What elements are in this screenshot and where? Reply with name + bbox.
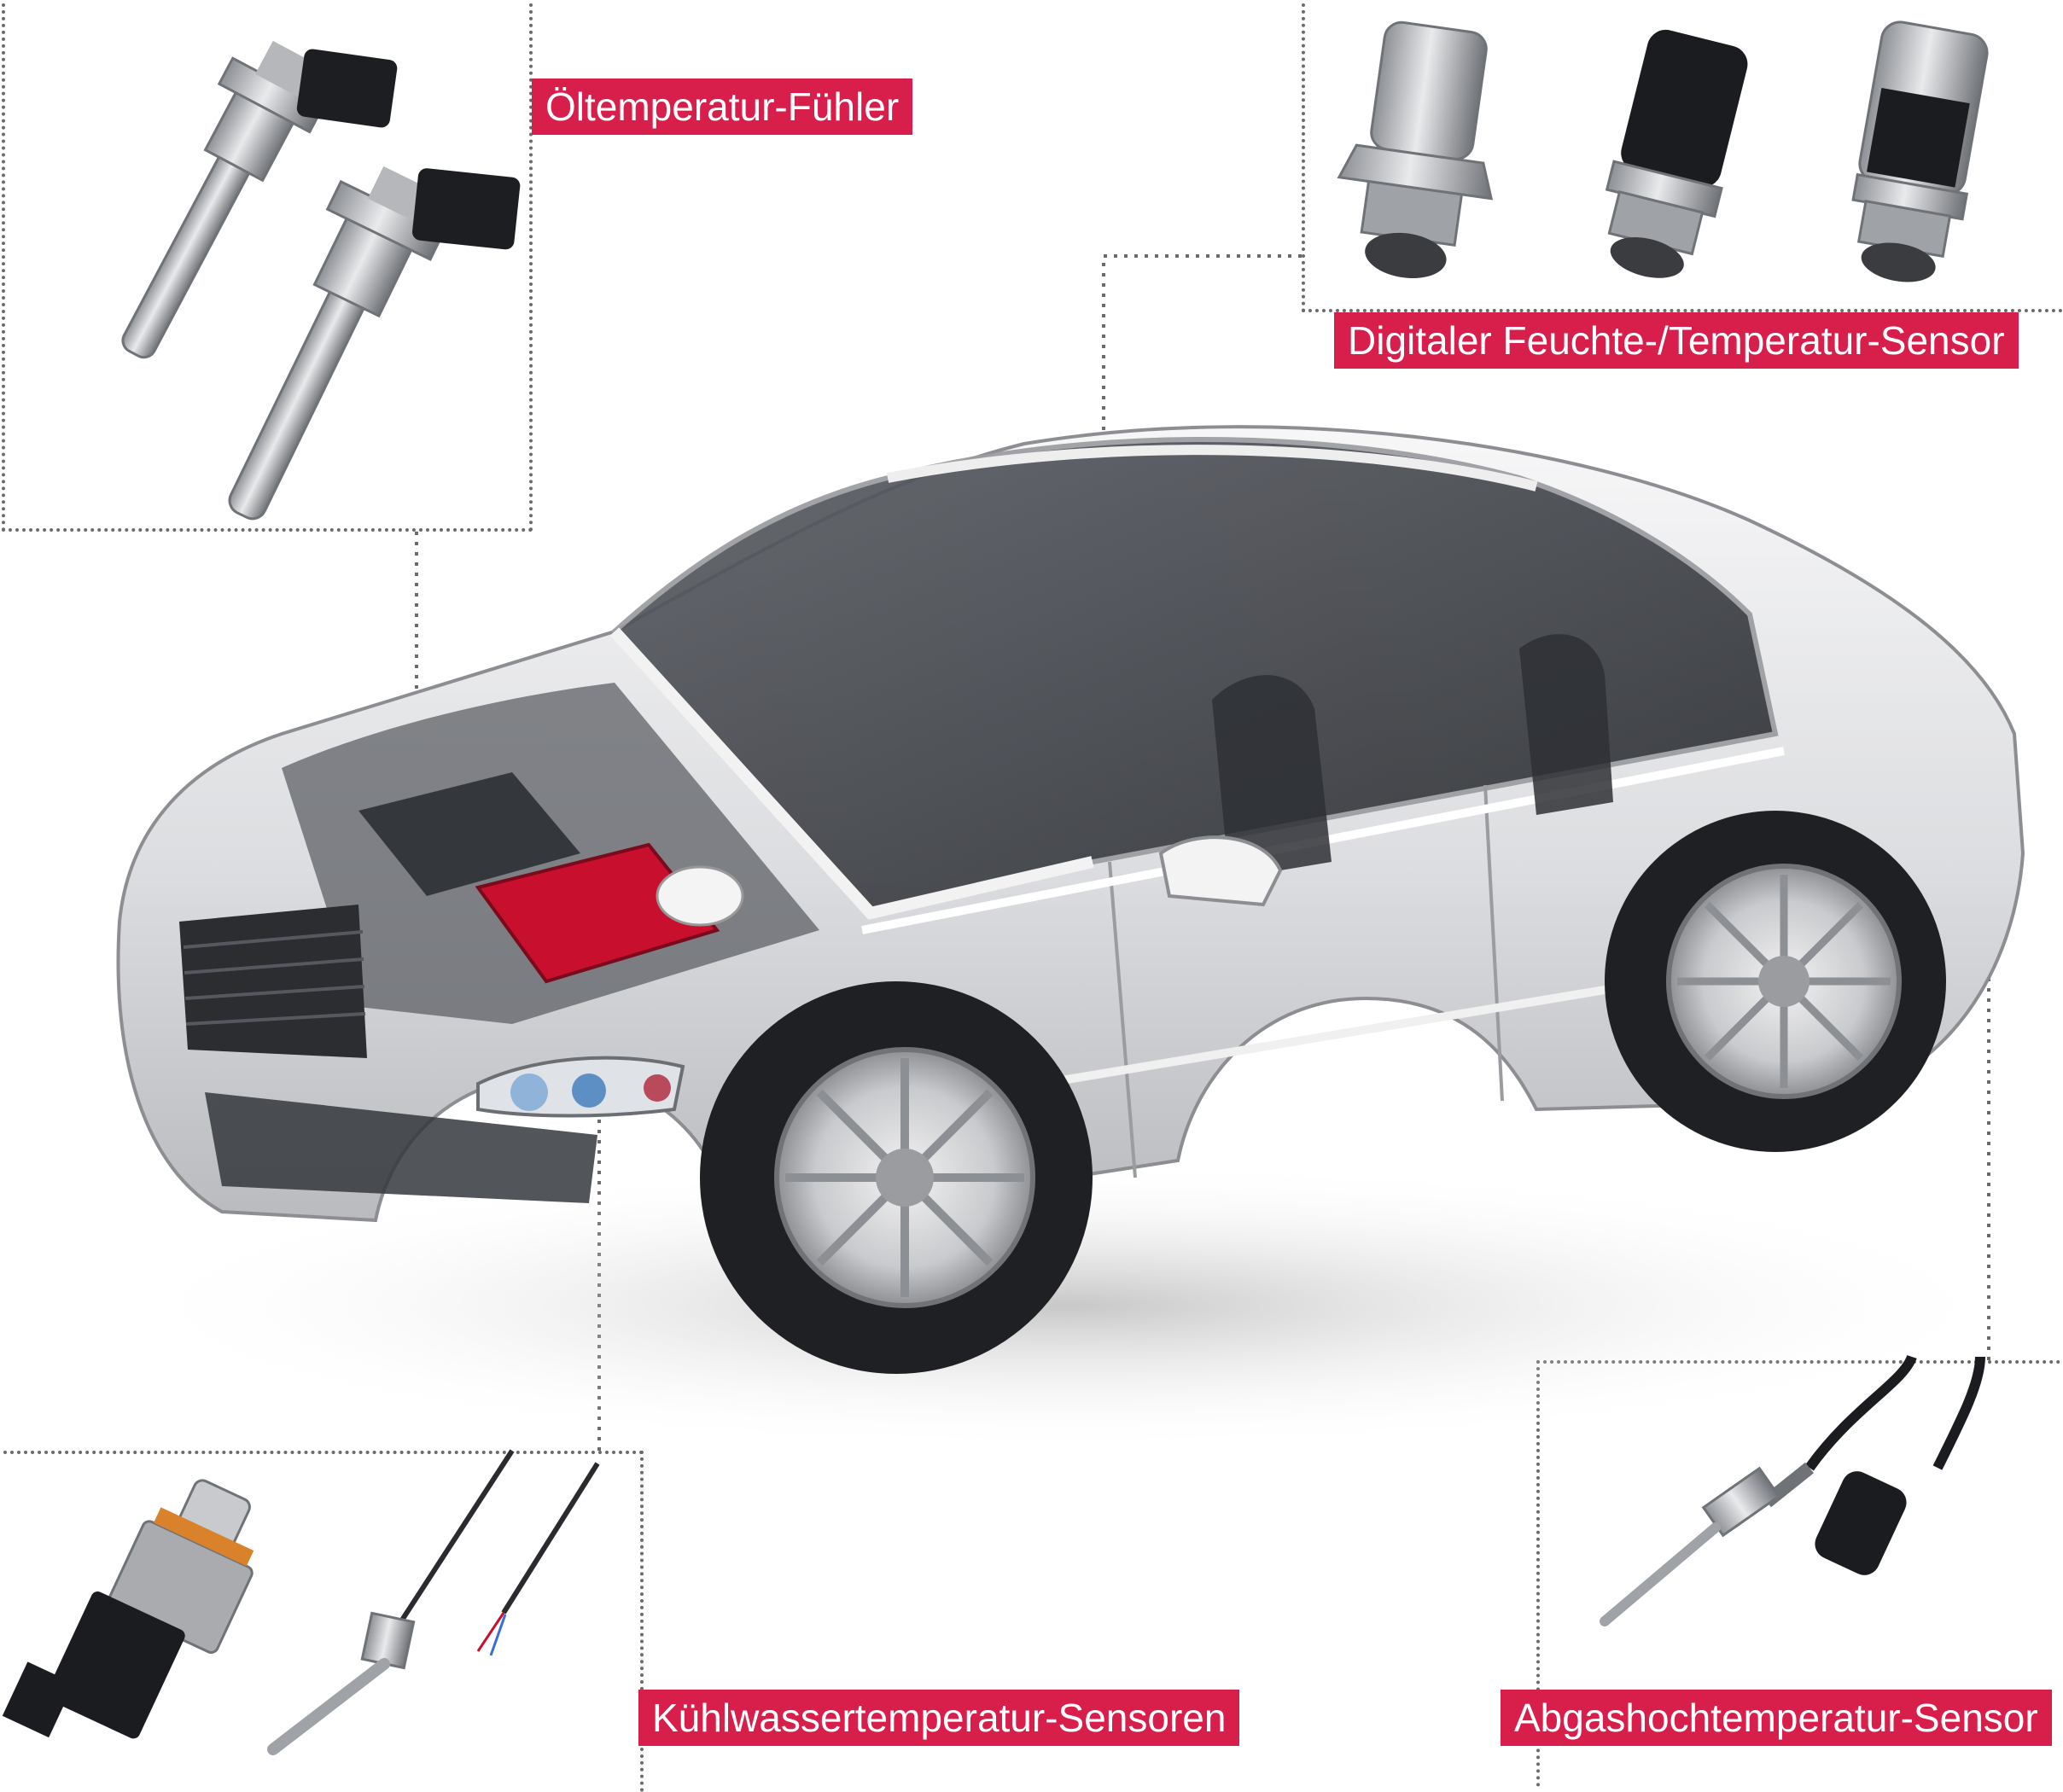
engine-cover: [358, 772, 580, 896]
seat-front: [1212, 675, 1332, 879]
leader-humidity: [1102, 254, 1302, 491]
engine-block: [475, 842, 720, 984]
door-line-front: [1108, 861, 1137, 1178]
seat-rear: [1519, 634, 1613, 815]
humidity-sensor-label: Digitaler Feuchte-/Temperatur-Sensor: [1334, 312, 2019, 369]
windshield-frame: [609, 627, 1094, 920]
front-wheel: [700, 981, 1093, 1374]
door-line-rear: [1483, 784, 1504, 1102]
car-shadow: [102, 1161, 2031, 1451]
side-mirror: [1158, 835, 1283, 907]
coolant-reservoir: [656, 865, 744, 927]
grille-slats: [183, 930, 366, 1026]
humidity-sensor-box: [1302, 0, 2063, 312]
headlight-lens: [510, 1073, 548, 1111]
rear-wheel: [1605, 811, 1946, 1152]
oil-temperature-probe-icon: [121, 40, 521, 521]
humidity-sensor-icon: [1337, 20, 1989, 282]
coolant-sensor-icon: [2, 1449, 600, 1755]
lower-intake: [205, 1092, 597, 1203]
oil-sensor-box: [2, 0, 533, 532]
grille: [179, 905, 367, 1058]
exhaust-sensor-icon: [1600, 1354, 1985, 1626]
headlight-lens-2: [572, 1073, 606, 1108]
car-cabin: [610, 437, 1779, 916]
roof-rail: [886, 445, 1538, 492]
coolant-sensor-box: [0, 1451, 644, 1792]
exhaust-sensor-label: Abgashochtemperatur-Sensor: [1501, 1690, 2052, 1746]
headlight-lens-3: [644, 1074, 671, 1102]
car-cutaway-icon: [116, 425, 2025, 1374]
oil-sensor-label: Öltemperatur-Fühler: [532, 79, 913, 135]
coolant-sensors-label: Kühlwassertemperatur-Sensoren: [638, 1690, 1240, 1746]
